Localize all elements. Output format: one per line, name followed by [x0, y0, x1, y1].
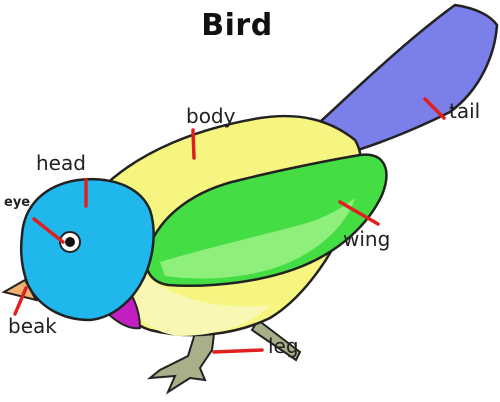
label-head: head: [36, 151, 86, 175]
label-tail: tail: [449, 99, 481, 123]
pointer-line-beak: [13, 286, 28, 316]
pointer-line-leg: [212, 348, 264, 354]
bird-leg-front: [146, 328, 216, 395]
pointer-lines: [13, 97, 446, 354]
diagram-title: Bird: [201, 8, 273, 43]
pointer-line-body: [191, 128, 196, 160]
bird-leg-back: [250, 318, 302, 362]
bird-beak: [1, 278, 38, 302]
bird-pupil: [65, 237, 75, 247]
pointer-line-eye: [32, 217, 65, 244]
pointer-line-wing: [338, 200, 380, 226]
bird-tail: [297, 3, 499, 157]
label-eye: eye: [4, 195, 31, 210]
label-leg: leg: [268, 334, 299, 358]
bird-wing-highlight: [160, 198, 355, 279]
bird-belly: [128, 270, 270, 336]
label-wing: wing: [343, 227, 391, 251]
label-beak: beak: [8, 314, 57, 338]
pointer-line-tail: [423, 97, 446, 120]
label-body: body: [186, 104, 236, 128]
